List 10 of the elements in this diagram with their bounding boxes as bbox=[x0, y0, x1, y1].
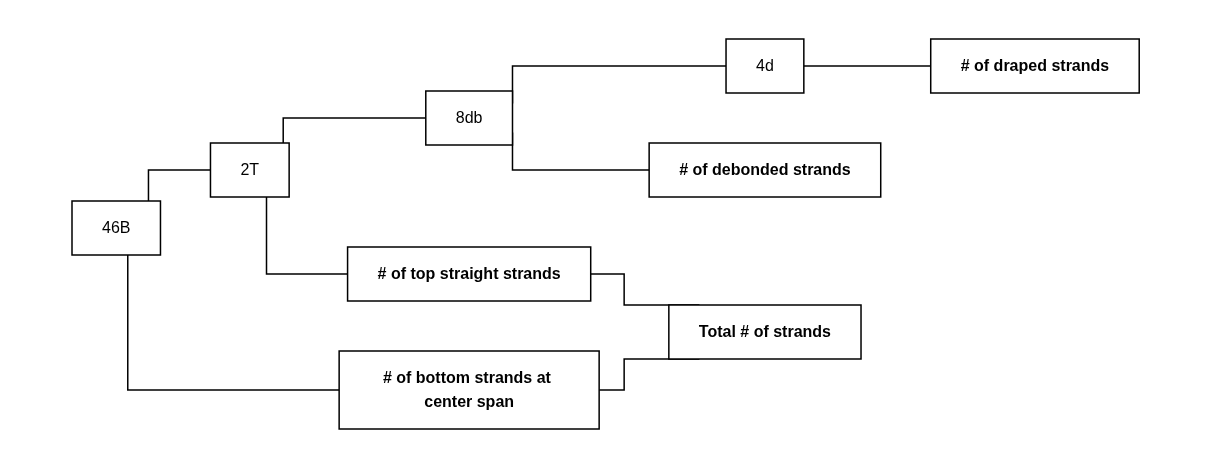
node-box: # of bottom strands at center span bbox=[338, 350, 601, 430]
node-box: # of debonded strands bbox=[648, 142, 882, 198]
node-box: # of top straight strands bbox=[347, 246, 592, 302]
node-box: 4d bbox=[725, 38, 805, 94]
node-box: # of draped strands bbox=[930, 38, 1141, 94]
node-box: 2T bbox=[210, 142, 291, 198]
node-box: 8db bbox=[425, 90, 514, 146]
node-box: 46B bbox=[71, 200, 162, 256]
node-box: Total # of strands bbox=[668, 304, 863, 360]
connector bbox=[282, 117, 427, 144]
